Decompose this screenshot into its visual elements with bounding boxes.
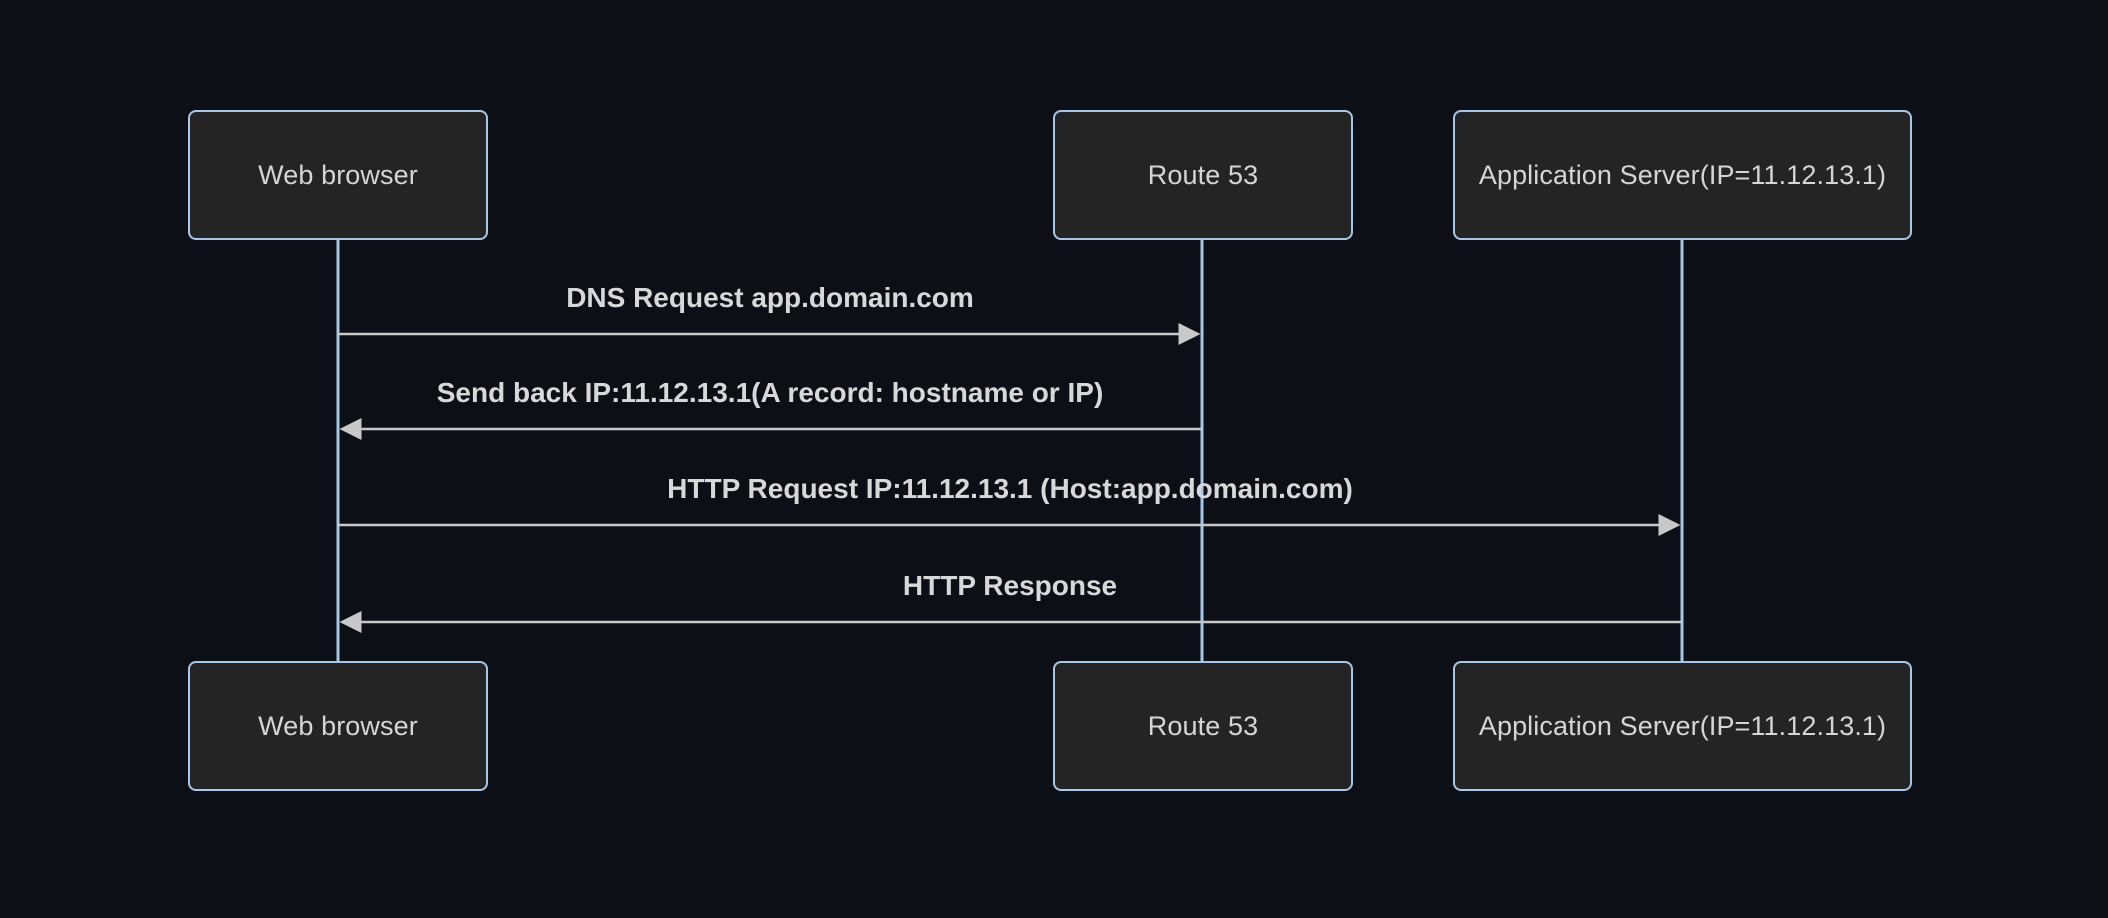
participant-route53-top[interactable]: Route 53 — [1053, 110, 1353, 240]
message-1 — [338, 323, 1201, 345]
participant-label: Application Server(IP=11.12.13.1) — [1478, 159, 1887, 190]
message-label-4: HTTP Response — [902, 570, 1118, 601]
message-4 — [339, 611, 1682, 633]
participant-label: Route 53 — [1147, 159, 1259, 190]
message-label-1: DNS Request app.domain.com — [566, 282, 974, 313]
participant-route53-bottom[interactable]: Route 53 — [1053, 661, 1353, 791]
arrowhead-3 — [1658, 514, 1681, 536]
participant-browser-bottom[interactable]: Web browser — [188, 661, 488, 791]
participant-appserver-top[interactable]: Application Server(IP=11.12.13.1) — [1453, 110, 1912, 240]
participant-label: Application Server(IP=11.12.13.1) — [1478, 710, 1887, 741]
message-3 — [338, 514, 1681, 536]
participant-label: Web browser — [258, 159, 418, 190]
arrowhead-1 — [1178, 323, 1201, 345]
message-2 — [339, 418, 1202, 440]
participant-label: Web browser — [258, 710, 418, 741]
message-label-3: HTTP Request IP:11.12.13.1 (Host:app.dom… — [667, 473, 1353, 504]
participant-appserver-bottom[interactable]: Application Server(IP=11.12.13.1) — [1453, 661, 1912, 791]
message-label-2: Send back IP:11.12.13.1(A record: hostna… — [436, 377, 1104, 408]
arrowhead-2 — [339, 418, 362, 440]
participant-label: Route 53 — [1147, 710, 1259, 741]
participant-browser-top[interactable]: Web browser — [188, 110, 488, 240]
arrowhead-4 — [339, 611, 362, 633]
